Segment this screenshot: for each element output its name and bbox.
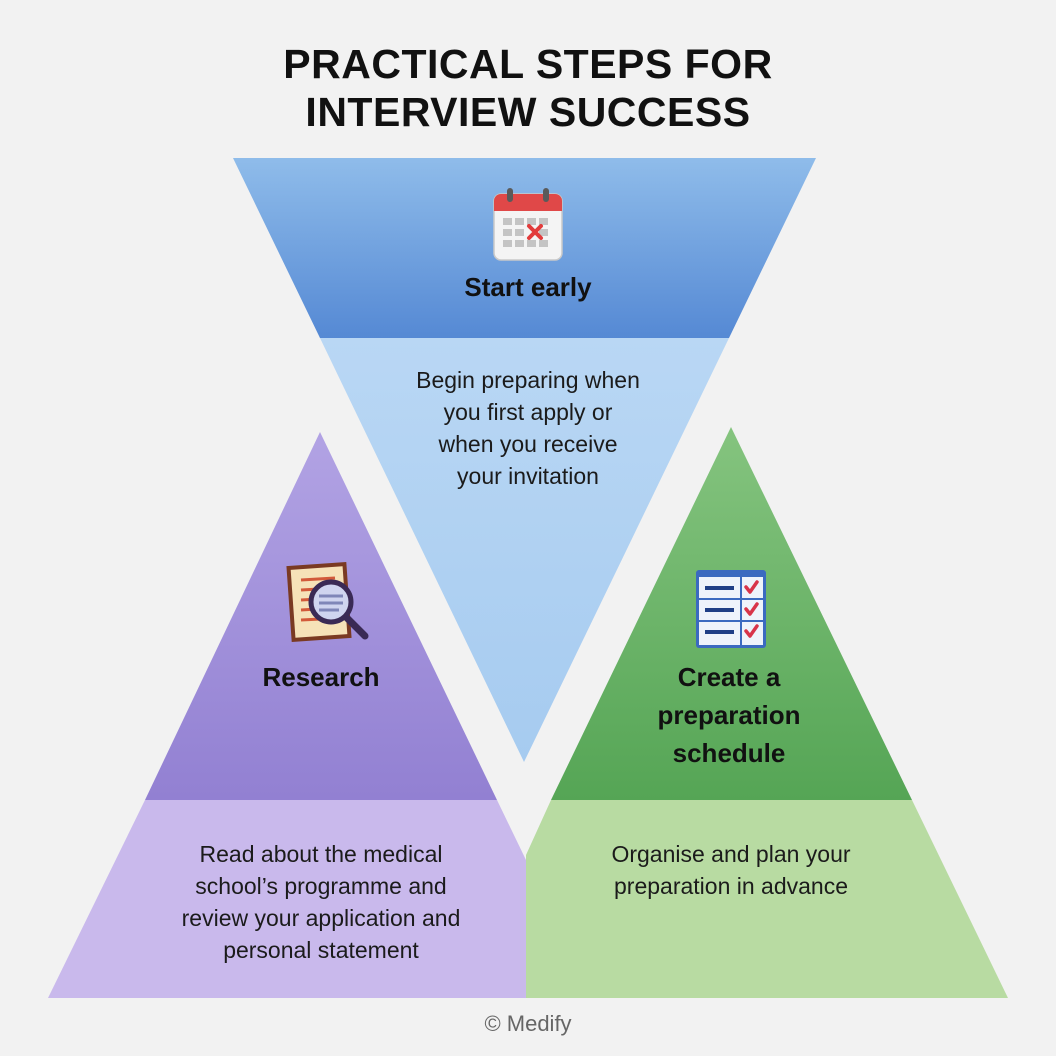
research-body [48,800,526,998]
start-early-heading: Start early [464,272,592,302]
description-line: your invitation [457,463,599,489]
page-title: PRACTICAL STEPS FOR INTERVIEW SUCCESS [0,40,1056,136]
schedule-heading-line: schedule [672,738,786,768]
description-line: when you receive [438,431,618,457]
research-heading: Research [262,662,380,692]
description-line: personal statement [223,937,419,963]
checklist-icon [696,570,766,648]
description-line: school’s programme and [195,873,447,899]
description-line: you first apply or [443,399,613,425]
description-line: review your application and [181,905,461,931]
description-line: preparation in advance [614,873,848,899]
research-description: Read about the medical school’s programm… [110,838,532,966]
calendar-icon [493,188,563,261]
title-line-1: PRACTICAL STEPS FOR [283,41,773,87]
schedule-heading-line: preparation [657,700,801,730]
description-line: Read about the medical [199,841,443,867]
copyright-footer: © Medify [484,1011,572,1036]
schedule-description: Organise and plan your preparation in ad… [556,838,906,902]
schedule-heading-line: Create a [677,662,781,692]
schedule-heading: Create a preparation schedule [578,658,880,772]
description-line: Begin preparing when [416,367,640,393]
title-line-2: INTERVIEW SUCCESS [305,89,751,135]
start-early-description: Begin preparing when you first apply or … [340,364,716,492]
start-early-body [320,338,729,762]
description-line: Organise and plan your [611,841,851,867]
magnifier-document-icon [286,561,369,643]
schedule-body [526,800,1008,998]
